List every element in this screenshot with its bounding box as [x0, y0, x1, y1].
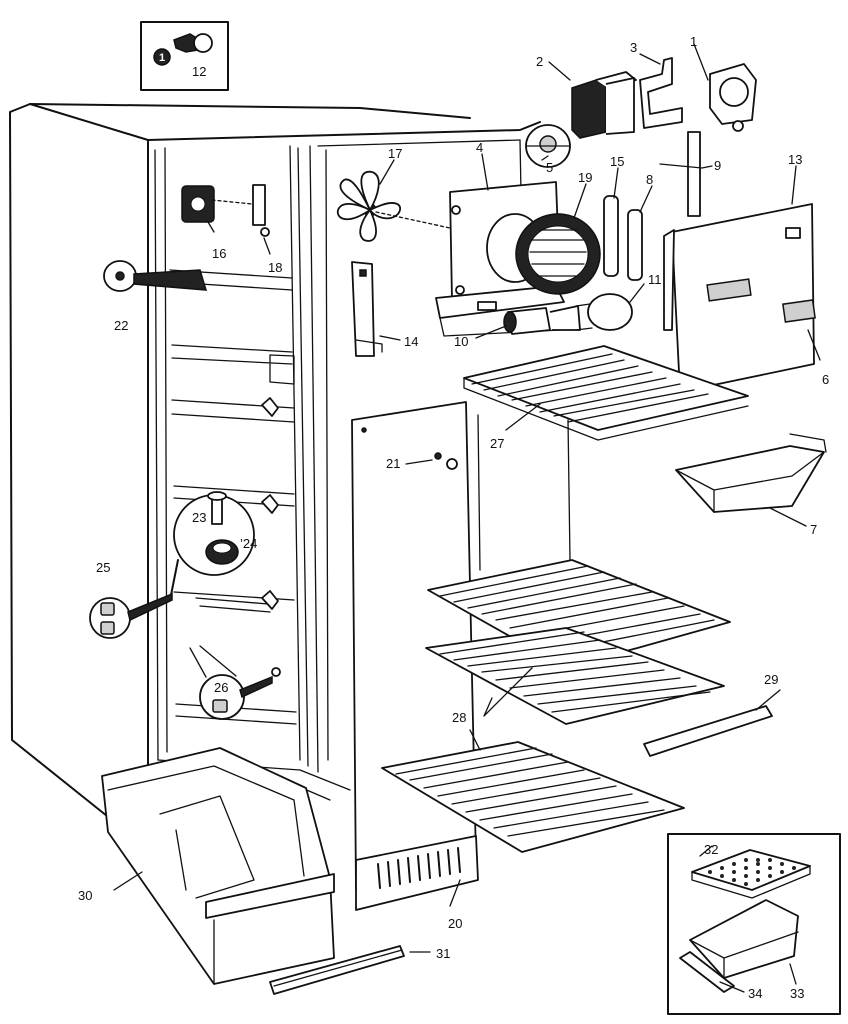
label-14: 14 — [404, 334, 418, 349]
badge-circle — [153, 48, 171, 66]
label-17: 17 — [388, 146, 402, 161]
part-27-shelf — [463, 345, 749, 441]
part-7-tray — [675, 433, 827, 513]
part-28-shelf-upper — [427, 559, 731, 669]
part-30-bin — [101, 747, 335, 985]
label-33: 33 — [790, 986, 804, 1001]
part-13-cover — [663, 203, 815, 393]
label-27: 27 — [490, 436, 504, 451]
label-25: 25 — [96, 560, 110, 575]
label-24: ’24 — [240, 536, 257, 551]
label-8: 8 — [646, 172, 653, 187]
label-30: 30 — [78, 888, 92, 903]
part-20-vent — [355, 835, 479, 911]
label-19: 19 — [578, 170, 592, 185]
part-3-bracket — [639, 57, 683, 129]
leader-lines — [113, 43, 821, 993]
label-15: 15 — [610, 154, 624, 169]
part-17-fan — [336, 170, 451, 242]
label-34: 34 — [748, 986, 762, 1001]
part-25-plugs — [89, 592, 173, 639]
label-16: 16 — [212, 246, 226, 261]
label-6: 6 — [822, 372, 829, 387]
label-9: 9 — [714, 158, 721, 173]
part-31-strip — [269, 945, 405, 995]
part-6-lens — [782, 299, 816, 323]
part-28-shelf-lower — [381, 741, 685, 853]
part-15-strip — [603, 195, 619, 277]
part-5-damper — [525, 124, 571, 168]
label-20: 20 — [448, 916, 462, 931]
label-22: 22 — [114, 318, 128, 333]
label-26: 26 — [214, 680, 228, 695]
part-9-strip — [687, 131, 701, 217]
part-10-11-lamp — [503, 293, 633, 335]
label-12: 12 — [192, 64, 206, 79]
label-1: 1 — [690, 34, 697, 49]
cabinet — [9, 103, 571, 821]
label-28: 28 — [452, 710, 466, 725]
label-5: 5 — [546, 160, 553, 175]
part-28-shelf-middle — [425, 627, 725, 725]
part-29-strip — [643, 705, 773, 757]
label-29: 29 — [764, 672, 778, 687]
part-14-bracket — [351, 261, 383, 357]
part-1-cover — [709, 63, 757, 132]
label-4: 4 — [476, 140, 483, 155]
label-21: 21 — [386, 456, 400, 471]
badge-number: 1 — [159, 52, 165, 64]
label-10: 10 — [454, 334, 468, 349]
label-3: 3 — [630, 40, 637, 55]
part-labels: 12 2 3 1 4 5 9 13 15 8 19 17 16 18 22 14… — [78, 34, 829, 1001]
part-2-bracket — [571, 71, 637, 139]
inset-frame — [140, 21, 229, 91]
part-23-24-detail — [169, 491, 255, 601]
part-22-knob — [103, 260, 208, 292]
part-26-plug — [189, 645, 281, 720]
label-2: 2 — [536, 54, 543, 69]
label-31: 31 — [436, 946, 450, 961]
part-19-fan-grille — [515, 213, 601, 295]
label-32: 32 — [704, 842, 718, 857]
inset-frame-2 — [667, 833, 841, 1015]
part-16-thermostat — [181, 185, 253, 223]
label-18: 18 — [268, 260, 282, 275]
label-11: 11 — [648, 272, 662, 287]
label-23: 23 — [192, 510, 206, 525]
label-7: 7 — [810, 522, 817, 537]
part-12-inset: 1 — [140, 21, 229, 91]
part-18-switch — [252, 184, 270, 237]
part-8-strip — [627, 209, 643, 281]
part-12-knob — [193, 33, 213, 53]
label-13: 13 — [788, 152, 802, 167]
